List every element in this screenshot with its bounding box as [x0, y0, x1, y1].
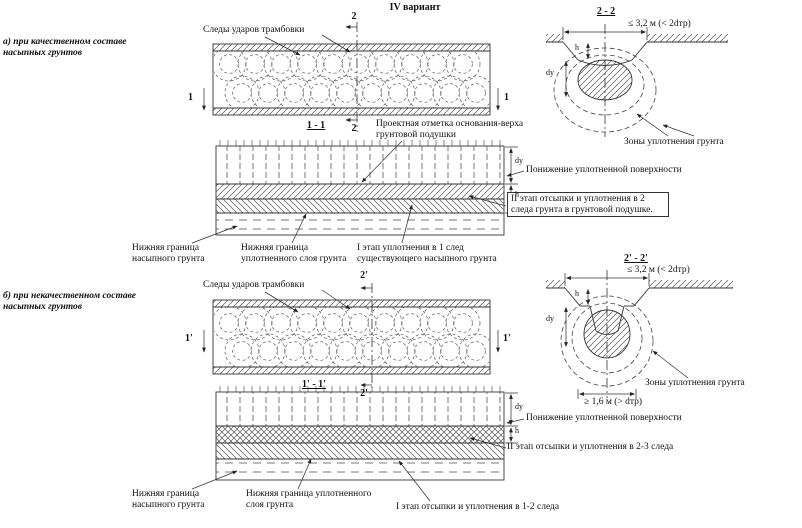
- dim-d-detail-b: dу: [546, 314, 554, 323]
- cut-mark-2-top-a: 2: [351, 11, 357, 22]
- cut-mark-2-bottom-b: 2': [360, 388, 368, 399]
- dim-d-detail-a: dу: [546, 68, 554, 77]
- dim-h-section-b: h: [515, 426, 519, 435]
- zones-label-b: Зоны уплотнения грунта: [645, 378, 745, 388]
- detail-view-2-2-b: [546, 270, 733, 399]
- plan-view-b: [202, 283, 500, 392]
- dim-d-section-a: dу: [515, 156, 523, 165]
- detail-title-2p-2p: 2' - 2': [624, 253, 648, 264]
- stage2-label-b: II этап отсыпки и уплотнения в 2-3 следа: [507, 442, 674, 452]
- case-b-heading: б) при некачественном составе насыпных г…: [3, 291, 136, 312]
- section-view-b: [215, 386, 518, 481]
- tamper-traces-label-a: Следы ударов трамбовки: [203, 25, 305, 35]
- cut-mark-1-right-b: 1': [503, 333, 511, 344]
- leaders-a: [191, 34, 695, 244]
- stage2-label-a: II этап отсыпки и уплотнения в 2 следа г…: [507, 192, 669, 218]
- zones-label-a: Зоны уплотнения грунта: [624, 137, 724, 147]
- dim-h-section-a: h: [515, 190, 519, 199]
- cut-mark-1-right-a: 1: [504, 92, 509, 103]
- tamper-traces-a: [214, 51, 489, 108]
- stage1-label-b: I этап отсыпки и уплотнения в 1-2 следа: [396, 502, 560, 512]
- design-mark-label-a: Проектная отметка основания-верха грунто…: [376, 119, 524, 140]
- cut-mark-2-top-b: 2': [360, 270, 368, 281]
- leaders-b: [191, 289, 689, 502]
- dim-h-detail-a: h: [575, 43, 579, 52]
- cut-mark-1-left-a: 1: [188, 92, 193, 103]
- cut-mark-1-left-b: 1': [185, 333, 193, 344]
- cut-mark-2-bottom-a: 2: [351, 123, 357, 134]
- stage1-label-a: I этап уплотнения в 1 след существующего…: [357, 243, 497, 264]
- detail-view-2-2-a: [546, 24, 728, 137]
- section-title-1-1: 1 - 1: [306, 120, 326, 131]
- page-title: IV вариант: [389, 2, 441, 13]
- detail-title-2-2: 2 - 2: [596, 6, 616, 17]
- lowering-label-a: Понижение уплотненной поверхности: [526, 165, 682, 175]
- lower-compacted-label-a: Нижняя граница уплотненного слоя грунта: [241, 243, 347, 264]
- detail-lower-width-dim-b: ≥ 1,6 м (> dтр): [584, 397, 643, 407]
- detail-width-dim-a: ≤ 3,2 м (< 2dтр): [628, 19, 691, 29]
- case-a-heading: а) при качественном составе насыпных гру…: [3, 37, 127, 58]
- lower-compacted-label-b: Нижняя граница уплотненного слоя грунта: [246, 489, 372, 510]
- lowering-label-b: Понижение уплотненной поверхности: [526, 413, 682, 423]
- tamper-traces-b: [214, 307, 489, 367]
- dim-d-section-b: dу: [515, 402, 523, 411]
- lower-fill-label-b: Нижняя граница насыпного грунта: [132, 489, 205, 510]
- tamper-traces-label-b: Следы ударов трамбовки: [203, 280, 305, 290]
- dim-h-detail-b: h: [575, 289, 579, 298]
- section-title-1p-1p: 1' - 1': [302, 379, 326, 390]
- lower-fill-label-a: Нижняя граница насыпного грунта: [132, 243, 205, 264]
- section-view-a: [215, 140, 518, 236]
- plan-view-a: [202, 22, 500, 132]
- detail-width-dim-b: ≤ 3,2 м (< 2dтр): [627, 265, 690, 275]
